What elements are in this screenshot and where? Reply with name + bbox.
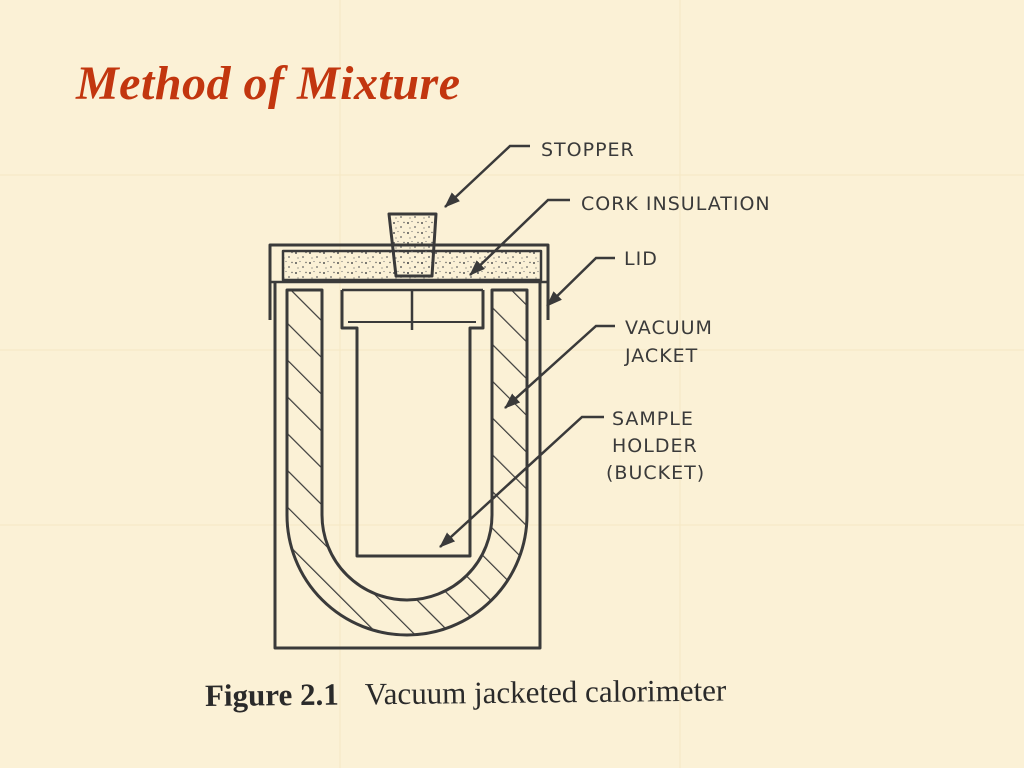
figure-caption-text: Vacuum jacketed calorimeter [364,672,727,712]
vacuum-jacket-leader [504,324,615,409]
label-vacuum-jacket-line1: VACUUM [625,317,713,339]
sample-holder [340,290,485,558]
stopper-leader [444,144,530,208]
label-sample-holder-line3: (BUCKET) [606,462,705,484]
label-sample-holder-line2: HOLDER [612,435,698,457]
vacuum-jacket [285,288,529,637]
label-cork-insulation: CORK INSULATION [581,193,771,215]
label-lid: LID [624,248,658,270]
figure-caption: Figure 2.1 Vacuum jacketed calorimeter [205,673,727,714]
outer-container [273,282,542,650]
slide-title: Method of Mixture [76,57,461,110]
cork-insulation-leader [469,198,570,276]
stopper [387,212,438,278]
sample-holder-leader [439,415,604,548]
lid-leader [546,256,615,307]
label-stopper: STOPPER [541,139,635,161]
label-vacuum-jacket-line2: JACKET [624,345,698,367]
figure-number: Figure 2.1 [204,676,339,713]
label-sample-holder-line1: SAMPLE [612,408,694,430]
